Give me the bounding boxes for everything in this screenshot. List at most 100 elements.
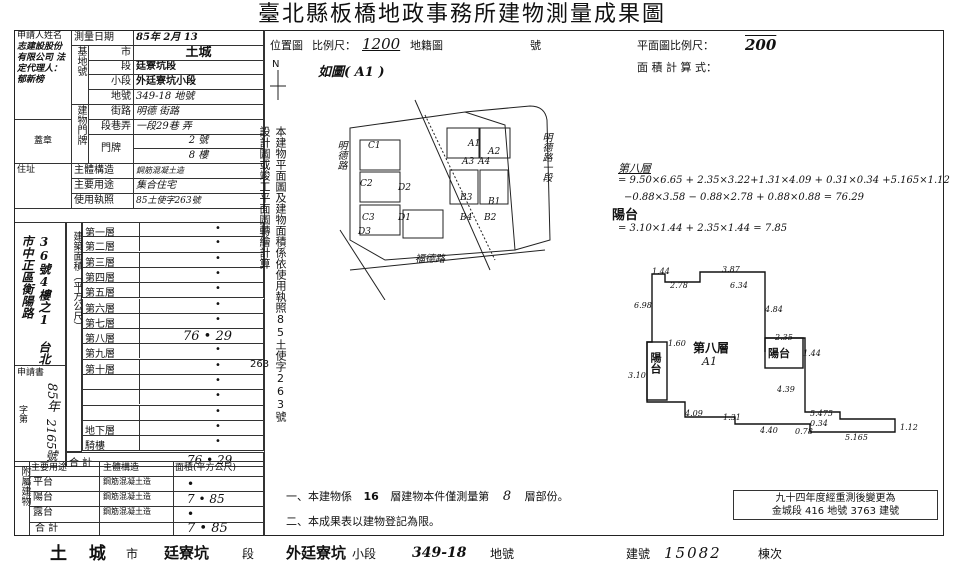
balcony-left (646, 341, 668, 401)
footer-lot: 349-18 (412, 545, 467, 561)
floor-name: 騎樓 (85, 441, 105, 453)
total-label: 合 計 (69, 458, 93, 469)
dimension-label: 2.35 (775, 333, 793, 342)
floor-row: • (82, 405, 264, 421)
floor-area-value: • (215, 390, 221, 402)
address-label: 住址 (17, 165, 36, 176)
dimension-label: 2.78 (670, 281, 688, 290)
site-boundary-east (464, 105, 551, 251)
annex-header-area: 面積(平方公尺) (175, 463, 237, 473)
area-label-col: 建築面積（平方公尺） (66, 222, 82, 452)
plan-balcony-1: 陽台 (649, 352, 662, 374)
floor-name: 第三層 (85, 257, 115, 269)
footer-subsection-unit: 小段 (352, 547, 377, 561)
floor-row: 第五層• (82, 283, 264, 299)
annex-label: 附屬建物 (19, 466, 30, 506)
lot-label: B1 (488, 197, 501, 207)
annex-total-label: 合 計 (35, 523, 59, 534)
area-label: 建築面積（平方公尺） (71, 231, 82, 331)
applicant-label: 申請人姓名 (17, 31, 63, 41)
dimension-label: 6.98 (634, 301, 652, 310)
north-label: N (272, 59, 280, 70)
lot-label: D1 (398, 213, 411, 223)
number-label: 號 (530, 39, 541, 52)
scale-value: 1200 (362, 35, 401, 53)
formula-line-2: −0.88×3.58 − 0.88×2.78 + 0.88×0.88 = 76.… (624, 192, 864, 203)
footer-subsection: 外廷寮坑 (286, 544, 347, 562)
floor-name: 第六層 (85, 303, 115, 315)
footer-lot-unit: 地號 (490, 547, 515, 561)
floor-row: 第一層• (82, 222, 264, 239)
site-plan-sketch (270, 70, 551, 300)
floor-area-value: • (215, 359, 221, 371)
lot-label: B2 (484, 213, 497, 223)
lot-label: C2 (360, 179, 373, 189)
note-1-suffix: 層部份。 (524, 490, 569, 503)
floor-area-value: • (215, 237, 221, 249)
lot-label: C3 (362, 213, 375, 223)
vertical-note-number: 263 (250, 359, 270, 370)
footer-building-label: 建號 (626, 547, 651, 561)
dimension-label: 5.165 (845, 433, 868, 442)
floor-row: 第十層 • (82, 359, 264, 376)
annex-header-structure: 主體構造 (103, 463, 140, 473)
cadastral-label: 地籍圖 (410, 39, 443, 52)
application-no: 2165號 (44, 419, 58, 462)
footer-section-unit: 段 (242, 547, 255, 561)
floor-area-value: 76 • 29 (183, 329, 233, 345)
floor-name: 地下層 (85, 425, 115, 437)
floor-name: 第二層 (85, 242, 115, 254)
annex-total-value: 7 • 85 (187, 521, 228, 536)
plan-room-id: A1 (702, 355, 717, 368)
application-year: 85年 (44, 383, 59, 413)
floor-name: 第十層 (85, 364, 115, 376)
floor-row: 第六層 • (82, 298, 264, 315)
lot-label: B3 (460, 193, 473, 203)
annex-structure: 鋼筋混凝土造 (103, 507, 151, 516)
floor-area-value: • (215, 313, 221, 325)
frame-divider-left (264, 30, 265, 536)
dimension-label: 1.44 (652, 267, 670, 276)
applicant-cell: 申請人姓名 志建設股份有限公司 法定代理人：郁新榜 (14, 30, 72, 120)
lot-label: A3 (462, 157, 475, 167)
floor-area-value: • (215, 298, 221, 310)
dimension-label: 4.09 (685, 409, 703, 418)
address-cell: 36號4樓之1 台北市中正區衡陽路 申請書 85年 字第 2165號 (14, 222, 66, 467)
floor-outline (646, 271, 896, 433)
dimension-label: 4.40 (760, 426, 778, 435)
floor-name: 第八層 (85, 334, 115, 346)
formula-line-1: = 9.50×6.65 + 2.35×3.22+1.31×4.09 + 0.31… (618, 175, 950, 186)
footer-city: 土 城 (50, 544, 114, 564)
footer-city-unit: 市 (126, 547, 139, 561)
footer-building-no: 15082 (664, 544, 722, 562)
floor-name: 第九層 (85, 349, 115, 361)
floor-row: 騎樓• (82, 436, 264, 453)
total-row: 合 計 76 • 29 (66, 452, 264, 469)
floor-name: 第七層 (85, 318, 115, 330)
lot-label: D3 (358, 227, 371, 237)
position-label: 位置圖 (270, 39, 303, 52)
note-1-prefix: 一、本建物係 (286, 490, 352, 503)
address-label-cell: 住址 (14, 163, 72, 209)
formula-title: 第八層 (618, 162, 651, 175)
floor-area-value: • (215, 223, 221, 234)
annex-header-use: 主要用途 (31, 463, 68, 473)
dimension-label: 0.78 (795, 427, 813, 436)
dimension-label: 4.84 (765, 305, 783, 314)
lot-label: A4 (478, 157, 491, 167)
road-label-1: 明德路 (335, 140, 346, 170)
figure-label: 如圖( A1 ) (318, 65, 385, 80)
address-value: 36號4樓之1 台北市中正區衡陽路 (20, 235, 51, 365)
dimension-label: 1.31 (723, 413, 741, 422)
application-label: 申請書 (17, 368, 45, 378)
floor-area-value: • (215, 420, 221, 432)
plan-scale-label: 平面圖比例尺： (637, 39, 714, 52)
floor-row: 第四層• (82, 267, 264, 284)
balcony-right (764, 337, 804, 369)
dimension-label: 0.34 (810, 419, 828, 428)
balcony-formula: = 3.10×1.44 + 2.35×1.44 = 7.85 (618, 223, 788, 234)
lot-label: A2 (488, 147, 501, 157)
dimension-label: 6.34 (730, 281, 748, 290)
floor-row: 第七層 • (82, 313, 264, 330)
plan-room-label: 第八層 (693, 341, 730, 355)
